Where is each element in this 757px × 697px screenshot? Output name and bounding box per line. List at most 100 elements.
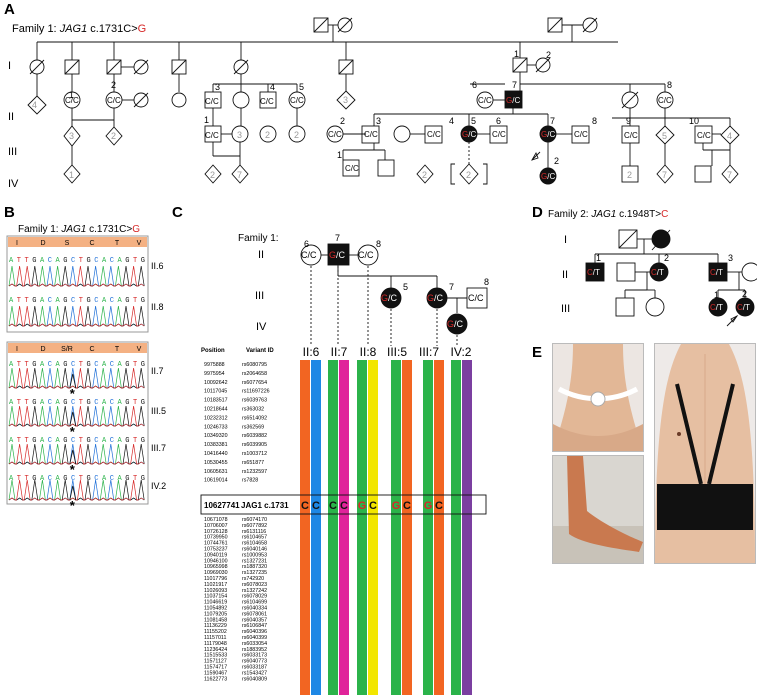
highlight-allele: G [392,500,401,512]
highlight-allele: C [312,500,320,512]
svg-text:II:8: II:8 [360,345,377,359]
snp-variant-id: rs362569 [242,424,264,430]
trace-t [8,265,145,287]
svg-text:C/C: C/C [697,131,711,140]
snp-variant-id: rs7828 [242,478,258,484]
svg-text:I: I [8,60,11,72]
svg-text:C/C: C/C [107,96,121,105]
aa-header-cell: T [115,240,120,247]
trace-t [8,305,145,327]
snp-variant-id: rs1000953 [242,552,267,558]
svg-text:1: 1 [69,90,74,100]
svg-text:2: 2 [742,289,747,299]
svg-text:C/C: C/C [65,96,79,105]
svg-text:1: 1 [204,115,209,125]
trace-t [8,367,145,389]
snp-position: 10619014 [204,478,228,484]
snp-position: 10726128 [204,529,228,535]
svg-text:7: 7 [335,233,340,243]
snp-position: 10183517 [204,398,228,404]
svg-text:C/C: C/C [492,130,506,139]
snp-position: 11079205 [204,611,227,617]
snp-position: 10416440 [204,451,228,457]
svg-text:3: 3 [728,253,733,263]
highlight-position: 10627741 [204,501,240,510]
haplotype-strip [311,360,321,695]
svg-text:2: 2 [466,170,471,180]
svg-text:III:7: III:7 [419,345,439,359]
svg-text:G/C: G/C [447,319,464,329]
svg-text:C/C: C/C [260,97,274,106]
aa-header-cell: I [16,346,18,353]
svg-text:III: III [8,146,17,158]
aa-header-cell: S [65,240,70,247]
svg-text:8: 8 [592,116,597,126]
svg-text:2: 2 [546,50,551,60]
svg-text:2: 2 [340,116,345,126]
snp-position: 10605631 [204,469,228,475]
svg-text:C/T: C/T [651,268,664,277]
highlight-variant-id: JAG1 c.1731 [241,501,289,510]
col-header-variant-id: Variant ID [246,348,274,354]
panel-d-title: Family 2: JAG1 c.1948T>C [548,209,668,220]
panel-a-letter: A [4,1,15,18]
svg-text:4: 4 [449,116,454,126]
aa-header-cell: C [89,240,94,247]
het-peak [69,373,77,389]
svg-text:G/C: G/C [541,130,555,139]
svg-text:2: 2 [111,80,116,90]
snp-position: 11026093 [204,588,227,594]
snp-position: 10383381 [204,442,228,448]
svg-text:8: 8 [484,277,489,287]
panel-e-letter: E [532,344,542,361]
snp-variant-id: rs6104657 [242,535,267,541]
snp-variant-id: rs6078061 [242,611,267,617]
svg-text:C/C: C/C [358,250,374,260]
snp-position: 10530455 [204,460,228,466]
het-peak [69,449,77,465]
svg-text:C/T: C/T [710,268,723,277]
photo-back [654,343,756,564]
svg-text:7: 7 [727,170,732,180]
svg-text:C/C: C/C [364,130,378,139]
svg-text:G/C: G/C [462,130,476,139]
snp-variant-id: rs6077654 [242,380,267,386]
svg-text:4: 4 [270,82,275,92]
haplotype-strip [328,360,338,695]
svg-text:G/C: G/C [381,293,398,303]
svg-text:1: 1 [69,170,74,180]
svg-text:II:6: II:6 [303,345,320,359]
svg-text:3: 3 [215,82,220,92]
trace-t [8,479,145,501]
snp-position: 11054892 [204,606,227,612]
snp-variant-id: rs6039905 [242,442,267,448]
snp-variant-id: rs6040334 [242,606,267,612]
svg-text:C/T: C/T [710,303,723,312]
row-label-iv2: IV.2 [151,481,166,491]
aa-header-cell: S/R [61,346,73,353]
panel-b-letter: B [4,204,15,221]
snp-variant-id: rs1887320 [242,564,267,570]
svg-text:7: 7 [662,170,667,180]
snp-position: 10940119 [204,552,227,558]
svg-text:2: 2 [554,156,559,166]
row-label-iii5: III.5 [151,406,166,416]
svg-text:7: 7 [512,80,517,90]
snp-variant-id: rs1003712 [242,451,267,457]
snp-position: 10092642 [204,380,228,386]
snp-variant-id: rs6104699 [242,600,267,606]
panel-a-generation-labels: I II III IV [8,60,19,190]
svg-text:II: II [8,111,14,123]
svg-text:C/C: C/C [205,97,219,106]
snp-position: 10671078 [204,517,228,523]
snp-position: 11136229 [204,623,227,629]
snp-variant-id: rs6078023 [242,582,267,588]
snp-variant-id: rs6077892 [242,523,267,529]
